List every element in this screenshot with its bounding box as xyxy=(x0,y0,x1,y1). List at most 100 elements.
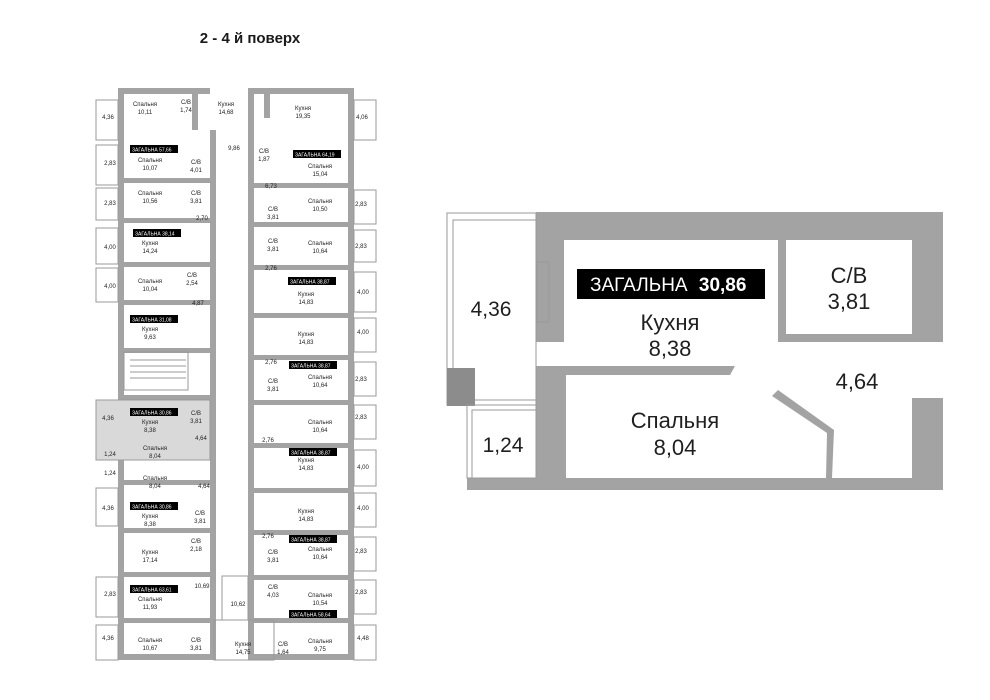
overview-room-name: С/В xyxy=(195,511,205,517)
overview-dimension: 4,48 xyxy=(357,636,369,642)
overview-dimension: 4,00 xyxy=(104,284,116,290)
overview-room-area: 10,04 xyxy=(142,287,158,293)
overview-room-area: 14,83 xyxy=(298,466,314,472)
overview-dimension: 4,36 xyxy=(102,115,114,121)
overview-room-name: Спальня xyxy=(308,593,332,599)
overview-total-badge-text: ЗАГАЛЬНА 38,87 xyxy=(291,538,331,544)
overview-dimension: 4,64 xyxy=(195,436,207,442)
overview-room-area: 17,14 xyxy=(142,558,158,564)
overview-dimension: 4,00 xyxy=(357,330,369,336)
overview-room-area: 8,04 xyxy=(149,454,161,460)
overview-room-name: Спальня xyxy=(308,639,332,645)
overview-dimension: 4,00 xyxy=(357,506,369,512)
bath-area: 3,81 xyxy=(828,289,871,314)
overview-total-badge-text: ЗАГАЛЬНА 38,87 xyxy=(290,280,330,286)
corridor-area: 4,64 xyxy=(836,369,879,394)
overview-total-badge xyxy=(289,610,337,618)
overview-room-area: 14,68 xyxy=(218,110,234,116)
overview-dimension: 2,83 xyxy=(104,161,116,167)
overview-room-name: Кухня xyxy=(142,514,158,520)
overview-room-name: Кухня xyxy=(295,106,311,112)
overview-total-badge xyxy=(130,408,178,416)
overview-room-area: 3,81 xyxy=(190,419,202,425)
overview-total-badge xyxy=(288,277,336,285)
overview-dimension: 2,83 xyxy=(355,415,367,421)
overview-room-name: Спальня xyxy=(138,191,162,197)
staircase xyxy=(123,351,189,391)
overview-room-area: 3,81 xyxy=(267,215,279,221)
overview-room-area: 9,75 xyxy=(314,647,326,653)
overview-room-name: Спальня xyxy=(138,279,162,285)
overview-room-area: 4,03 xyxy=(267,593,279,599)
overview-room-name: Кухня xyxy=(142,327,158,333)
overview-room-name: Спальня xyxy=(143,446,167,452)
overview-room-area: 10,67 xyxy=(142,646,158,652)
overview-room-name: Спальня xyxy=(138,638,162,644)
overview-room-name: Кухня xyxy=(298,292,314,298)
overview-room-name: С/В xyxy=(259,149,269,155)
overview-total-badge-text: ЗАГАЛЬНА 30,86 xyxy=(132,411,172,417)
overview-room-area: 10,07 xyxy=(142,166,158,172)
overview-room-name: Кухня xyxy=(298,509,314,515)
overview-dimension: 10,62 xyxy=(230,602,246,608)
overview-room-area: 8,38 xyxy=(144,428,156,434)
overview-dimension: 4,06 xyxy=(356,115,368,121)
overview-room-name: С/В xyxy=(278,642,288,648)
overview-room-name: Кухня xyxy=(298,332,314,338)
overview-total-badge-text: ЗАГАЛЬНА 38,14 xyxy=(135,232,175,238)
overview-total-badge-text: ЗАГАЛЬНА 38,87 xyxy=(291,364,331,370)
overview-room-area: 11,93 xyxy=(143,605,158,611)
overview-room-area: 3,81 xyxy=(194,519,206,525)
overview-dimension: 2,83 xyxy=(355,244,367,250)
overview-room-name: Кухня xyxy=(142,550,158,556)
overview-total-badge xyxy=(289,361,337,369)
overview-dimension: 4,00 xyxy=(104,245,116,251)
overview-room-area: 1,74 xyxy=(180,108,192,114)
overview-total-badge-text: ЗАГАЛЬНА 58,64 xyxy=(291,613,331,619)
kitchen-name: Кухня xyxy=(641,310,700,335)
overview-room-area: 14,83 xyxy=(298,340,314,346)
overview-room-name: Спальня xyxy=(143,476,167,482)
overview-room-area: 3,81 xyxy=(267,387,279,393)
overview-room-area: 19,35 xyxy=(295,114,311,120)
overview-room-name: С/В xyxy=(191,539,201,545)
overview-dimension: 1,24 xyxy=(104,452,116,458)
overview-dimension: 4,00 xyxy=(357,465,369,471)
overview-room-name: Кухня xyxy=(218,102,234,108)
overview-room-name: Кухня xyxy=(298,458,314,464)
overview-total-badge xyxy=(130,145,178,153)
overview-dimension: 2,76 xyxy=(262,438,274,444)
overview-room-area: 10,64 xyxy=(312,249,328,255)
overview-dimension: 2,83 xyxy=(355,549,367,555)
overview-room-area: 10,11 xyxy=(138,110,153,116)
overview-total-badge xyxy=(130,315,178,323)
overview-total-badge xyxy=(289,535,337,543)
overview-total-badge-text: ЗАГАЛЬНА 63,61 xyxy=(132,588,172,594)
overview-room-area: 9,63 xyxy=(144,335,156,341)
overview-room-area: 14,75 xyxy=(235,650,251,656)
overview-room-name: Кухня xyxy=(142,420,158,426)
kitchen-area: 8,38 xyxy=(649,336,692,361)
overview-total-badge xyxy=(130,585,178,593)
overview-room-area: 10,56 xyxy=(142,199,158,205)
floor-title: 2 - 4 й поверх xyxy=(199,30,301,47)
overview-dimension: 2,83 xyxy=(355,377,367,383)
balcony-bottom-area: 1,24 xyxy=(483,434,524,457)
overview-room-name: Спальня xyxy=(308,547,332,553)
overview-room-name: С/В xyxy=(191,191,201,197)
overview-dimension: 2,83 xyxy=(104,201,116,207)
overview-dimension: 2,70 xyxy=(196,216,208,222)
overview-room-name: С/В xyxy=(268,550,278,556)
overview-room-area: 1,87 xyxy=(258,157,270,163)
overview-room-name: Спальня xyxy=(138,158,162,164)
overview-walls xyxy=(95,88,377,661)
overview-room-name: Спальня xyxy=(308,375,332,381)
overview-room-name: Спальня xyxy=(133,102,157,108)
overview-total-badge-text: ЗАГАЛЬНА 30,86 xyxy=(132,505,172,511)
overview-room-area: 10,50 xyxy=(312,207,328,213)
overview-total-badge-text: ЗАГАЛЬНА 57,66 xyxy=(132,148,172,154)
overview-dimension: 9,86 xyxy=(228,146,240,152)
overview-room-area: 10,64 xyxy=(312,555,328,561)
bedroom-name: Спальня xyxy=(631,408,719,433)
